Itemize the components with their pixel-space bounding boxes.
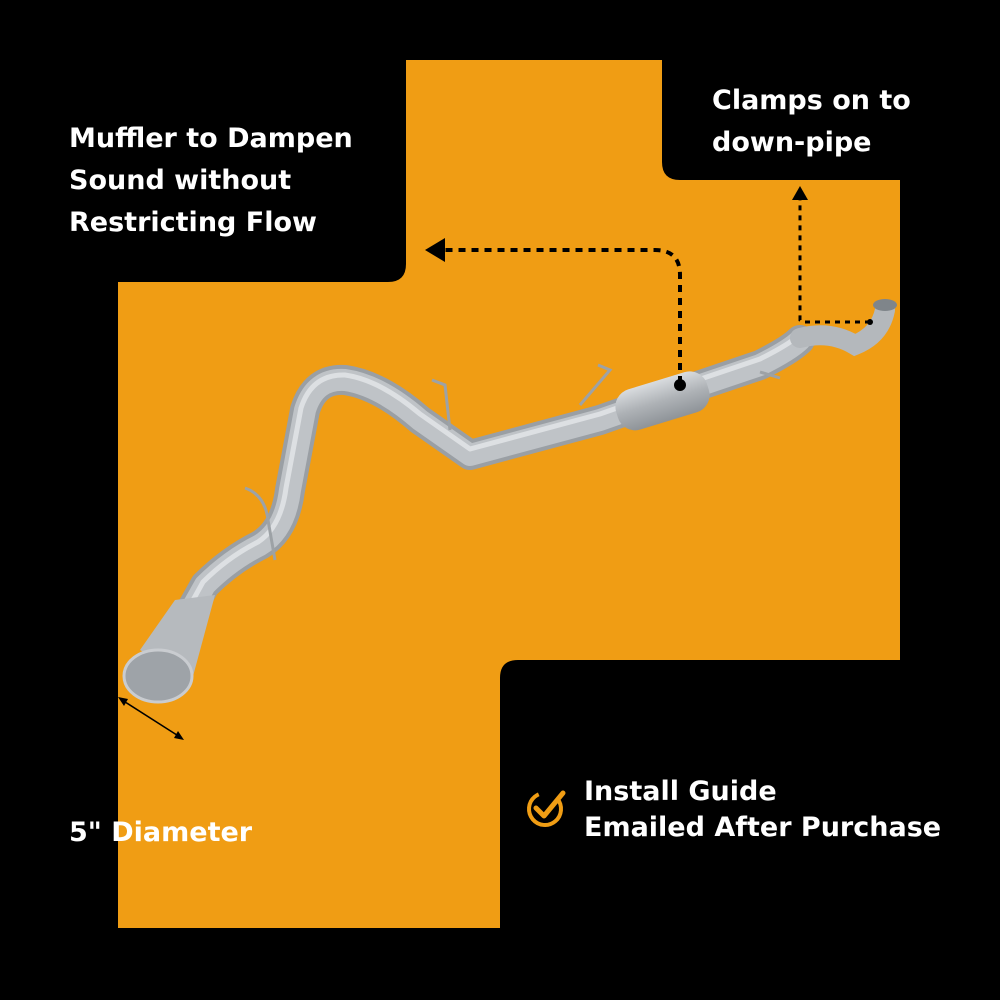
muffler-dot: [674, 379, 686, 391]
muffler-arrowhead: [425, 238, 445, 262]
down-pipe: [790, 300, 895, 357]
pipe-highlight: [157, 333, 801, 663]
clamps-leader-line: [798, 200, 870, 324]
hanger: [759, 370, 781, 380]
diameter-arrowhead-start: [118, 697, 128, 706]
pipe-body: [149, 329, 811, 676]
muffler-leader-line: [445, 248, 682, 383]
diameter-line: [121, 699, 181, 738]
muffler-callout-line: Restricting Flow: [69, 207, 317, 238]
muffler-callout-line: Sound without: [69, 165, 292, 196]
exhaust-tip-opening: [122, 648, 194, 704]
diameter-callout: 5" Diameter: [69, 817, 253, 848]
clamps-callout: Clamps on to down-pipe: [712, 80, 972, 164]
hanger: [431, 378, 452, 431]
muffler-callout: Muffler to Dampen Sound without Restrict…: [69, 118, 389, 244]
accent-shape: [118, 60, 900, 928]
install-callout: Install Guide Emailed After Purchase: [584, 774, 984, 846]
hanger: [244, 486, 277, 561]
clamps-dot: [867, 319, 873, 325]
clamps-callout-line: Clamps on to: [712, 85, 911, 116]
muffler-callout-line: Muffler to Dampen: [69, 123, 353, 154]
flange: [873, 299, 897, 311]
clamps-callout-line: down-pipe: [712, 127, 872, 158]
diameter-arrowhead-end: [174, 731, 184, 740]
install-callout-line: Install Guide: [584, 776, 777, 807]
install-callout-line: Emailed After Purchase: [584, 812, 942, 843]
check-circle-icon: [527, 790, 566, 827]
hanger: [578, 363, 613, 406]
clamps-arrowhead: [792, 186, 808, 200]
muffler: [615, 371, 710, 431]
